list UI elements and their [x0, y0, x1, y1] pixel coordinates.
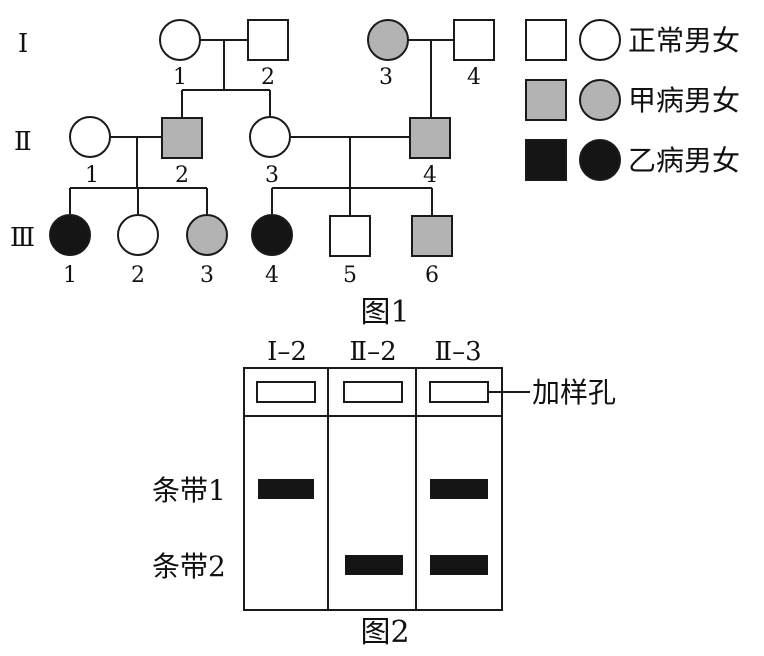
number-I-3: 3 — [379, 65, 393, 90]
number-II-4: 4 — [423, 163, 437, 188]
individual-II-4 — [409, 117, 451, 159]
legend-yi-female-symbol — [579, 139, 621, 181]
gel-band2-label: 条带2 — [152, 550, 226, 583]
number-II-3: 3 — [265, 163, 279, 188]
legend-normal-male-symbol — [525, 19, 567, 61]
individual-III-6 — [411, 215, 453, 257]
generation-label-III: Ⅲ — [10, 223, 35, 253]
gel-band-lane3-band2 — [430, 555, 488, 575]
legend-yi-male-symbol — [525, 139, 567, 181]
individual-III-3 — [186, 214, 228, 256]
number-I-1: 1 — [173, 65, 187, 90]
gel-band-lane1-band1 — [258, 479, 314, 499]
number-III-6: 6 — [425, 263, 439, 288]
number-II-2: 2 — [175, 163, 189, 188]
number-III-1: 1 — [63, 263, 77, 288]
gel-band1-label: 条带1 — [152, 474, 226, 507]
individual-I-1 — [159, 19, 201, 61]
individual-II-1 — [69, 116, 111, 158]
individual-II-2 — [161, 117, 203, 159]
legend-jia-label: 甲病男女 — [628, 84, 740, 117]
gel: Ⅰ–2 Ⅱ–2 Ⅱ–3 加样孔 条带1 条带2 — [152, 337, 616, 611]
pedigree-chart — [49, 19, 495, 257]
gel-lane-label-3: Ⅱ–3 — [434, 337, 481, 367]
individual-III-1 — [49, 214, 91, 256]
gel-well-1 — [256, 381, 316, 403]
number-III-4: 4 — [265, 263, 279, 288]
number-II-1: 1 — [85, 163, 99, 188]
individual-numbers: 1 2 3 4 1 2 3 4 1 2 3 4 5 6 — [63, 65, 481, 288]
individual-III-2 — [117, 214, 159, 256]
gel-band-lane3-band1 — [430, 479, 488, 499]
gel-well-2 — [343, 381, 403, 403]
individual-I-2 — [247, 19, 289, 61]
legend-normal-label: 正常男女 — [628, 24, 740, 57]
individual-III-4 — [251, 214, 293, 256]
generation-label-II: Ⅱ — [14, 127, 32, 157]
gel-lane-label-1: Ⅰ–2 — [267, 337, 307, 367]
gel-frame — [243, 367, 503, 611]
legend-jia-female-symbol — [579, 79, 621, 121]
gel-lane-label-2: Ⅱ–2 — [349, 337, 396, 367]
gel-well-label: 加样孔 — [532, 376, 616, 409]
legend — [525, 19, 621, 181]
number-III-3: 3 — [200, 263, 214, 288]
number-I-2: 2 — [261, 65, 275, 90]
individual-I-3 — [367, 19, 409, 61]
legend-normal-female-symbol — [579, 19, 621, 61]
figure1-caption: 图1 — [360, 295, 409, 330]
legend-yi-label: 乙病男女 — [628, 144, 740, 177]
gel-band-lane2-band2 — [345, 555, 403, 575]
number-III-5: 5 — [343, 263, 357, 288]
number-III-2: 2 — [131, 263, 145, 288]
individual-I-4 — [453, 19, 495, 61]
legend-jia-male-symbol — [525, 79, 567, 121]
figure2-caption: 图2 — [360, 615, 409, 650]
individual-III-5 — [329, 215, 371, 257]
number-I-4: 4 — [467, 65, 481, 90]
generation-label-I: Ⅰ — [18, 29, 28, 59]
individual-II-3 — [249, 116, 291, 158]
gel-well-3 — [429, 381, 489, 403]
